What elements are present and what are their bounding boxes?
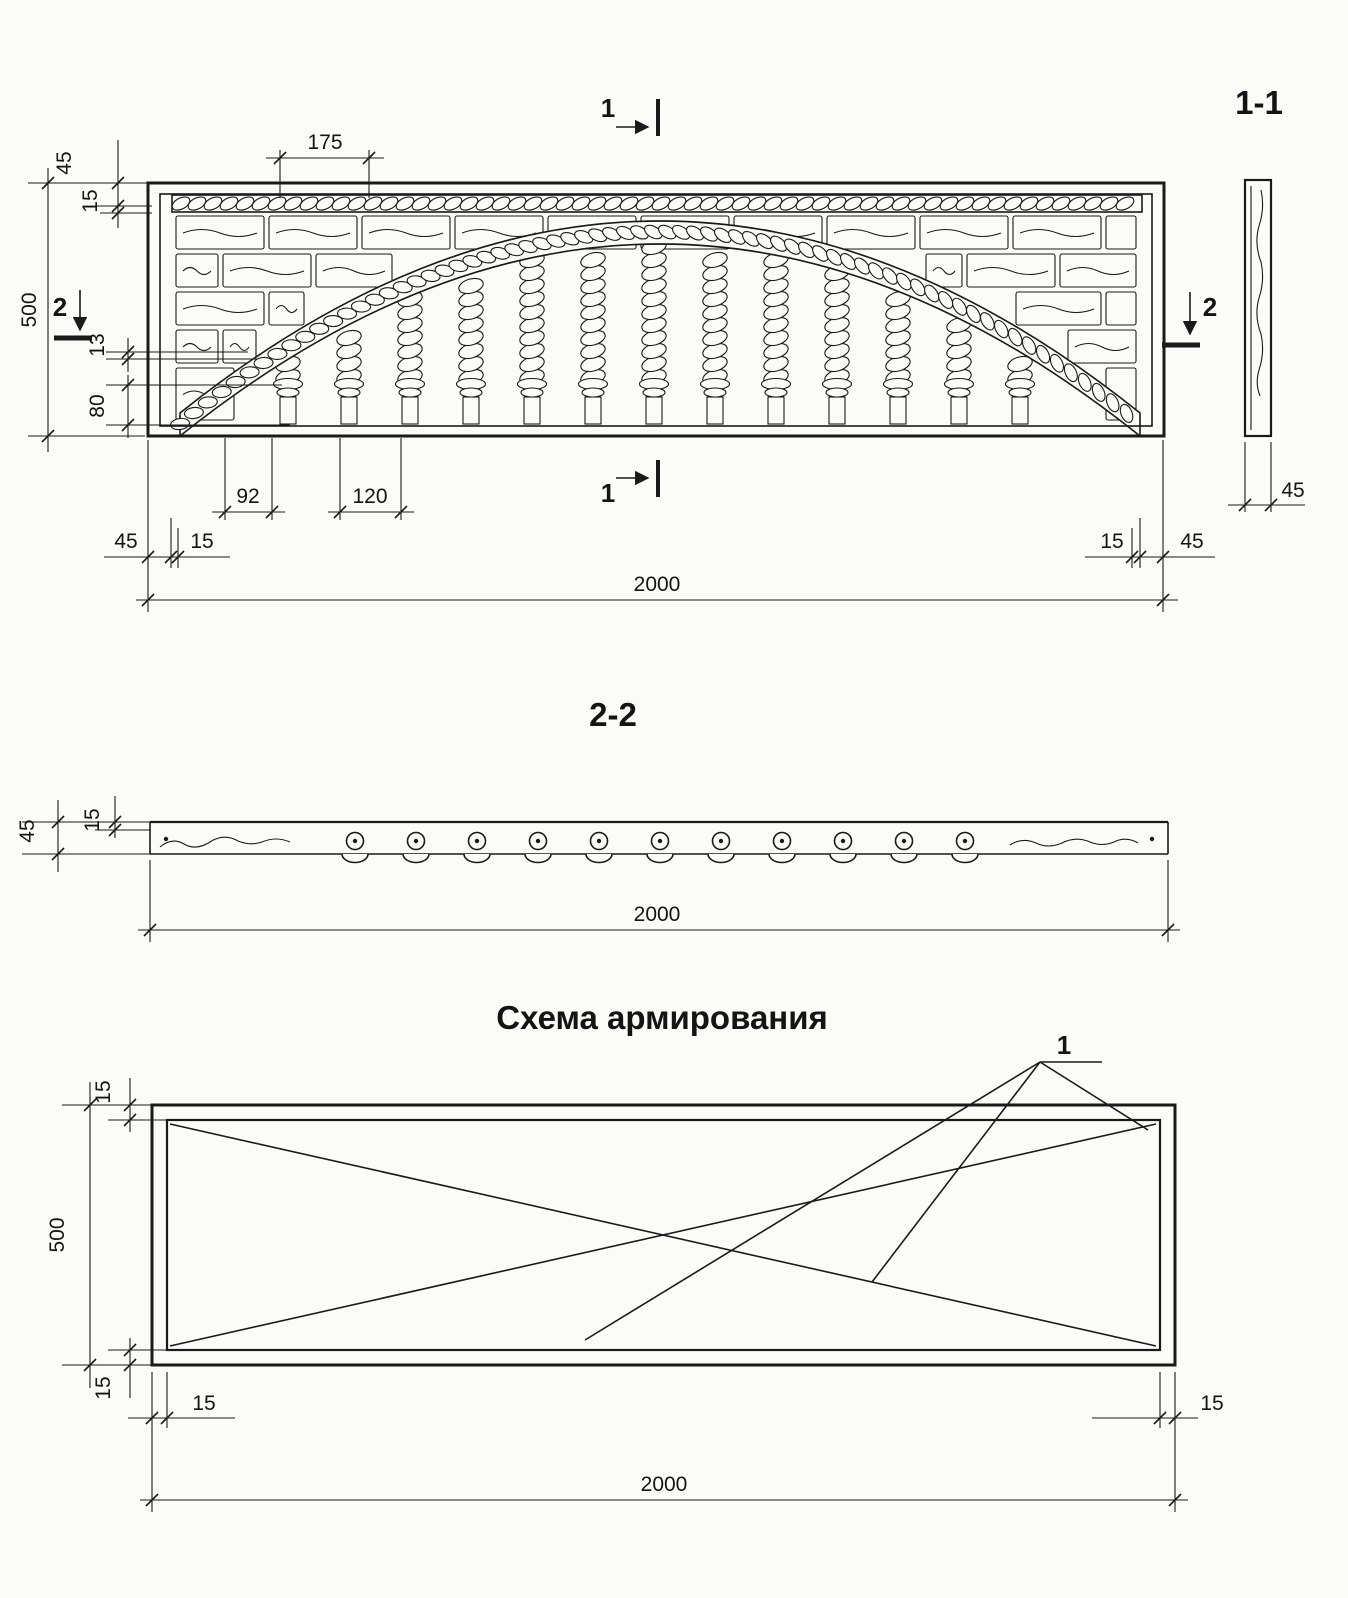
dim-15-bottom-reinf: 15 — [92, 1376, 115, 1399]
dim-15-right-reinf: 15 — [1200, 1392, 1223, 1415]
section-mark-1-top: 1 — [601, 93, 615, 123]
dim-45-section-2-2: 45 — [16, 819, 39, 842]
dim-15-bottom-left: 15 — [190, 530, 213, 553]
rebar-diagonal — [169, 1123, 1157, 1347]
rope-top-border — [171, 194, 1143, 213]
section-2-2-view: 2-2 45 15 2000 — [16, 696, 1180, 942]
dim-80: 80 — [86, 394, 109, 417]
dim-15-left-reinf: 15 — [192, 1392, 215, 1415]
dim-45-section-1-1: 45 — [1281, 479, 1304, 502]
dim-2000-reinf: 2000 — [641, 1473, 688, 1496]
callout-leader — [1039, 1061, 1149, 1131]
section-2-2-title: 2-2 — [589, 696, 637, 733]
stone-texture-right — [1009, 838, 1139, 847]
rebar-callout-label: 1 — [1057, 1030, 1071, 1060]
dim-15-top-reinf: 15 — [92, 1080, 115, 1103]
section-mark-1-bottom: 1 — [601, 478, 615, 508]
baluster-cross-sections — [341, 831, 979, 864]
front-view-panel — [146, 181, 1166, 438]
dim-15-bottom-right: 15 — [1100, 530, 1123, 553]
dim-500-height: 500 — [18, 292, 41, 327]
dim-175: 175 — [307, 131, 342, 154]
reinforcement-title: Схема армирования — [496, 999, 828, 1036]
dim-2000-front: 2000 — [634, 573, 681, 596]
stone-texture-left — [159, 836, 291, 848]
section-mark-2-right: 2 — [1203, 292, 1217, 322]
dimension-ticks — [41, 151, 1278, 1507]
dim-92: 92 — [236, 485, 259, 508]
section-1-1-view: 1-1 45 — [1228, 84, 1305, 512]
panel-inner-frame — [159, 193, 1153, 427]
callout-leader — [871, 1061, 1041, 1283]
dim-45-bottom-left: 45 — [114, 530, 137, 553]
dim-15-section-2-2: 15 — [81, 808, 104, 831]
section-mark-2-left: 2 — [53, 292, 67, 322]
reinforcement-outer-frame — [150, 1103, 1177, 1367]
dim-45-bottom-right: 45 — [1180, 530, 1203, 553]
dim-13: 13 — [86, 333, 109, 356]
dim-120: 120 — [352, 485, 387, 508]
dim-2000-section-2-2: 2000 — [634, 903, 681, 926]
callout-leader — [584, 1061, 1041, 1341]
front-view-dimensions: 175 45 15 500 2 13 80 92 1 2 — [18, 93, 1217, 612]
dim-15-top-left: 15 — [79, 189, 102, 212]
panel-outer-frame — [146, 181, 1166, 438]
section-1-1-body — [1243, 178, 1273, 438]
section-1-1-title: 1-1 — [1235, 84, 1283, 121]
reinforcement-scheme: Схема армирования 1 15 500 15 15 15 2000 — [46, 999, 1224, 1512]
reinforcement-inner-frame — [165, 1118, 1162, 1352]
dim-45-top-left: 45 — [53, 151, 76, 174]
dim-500-reinf: 500 — [46, 1217, 69, 1252]
rope-arch — [170, 220, 1141, 438]
